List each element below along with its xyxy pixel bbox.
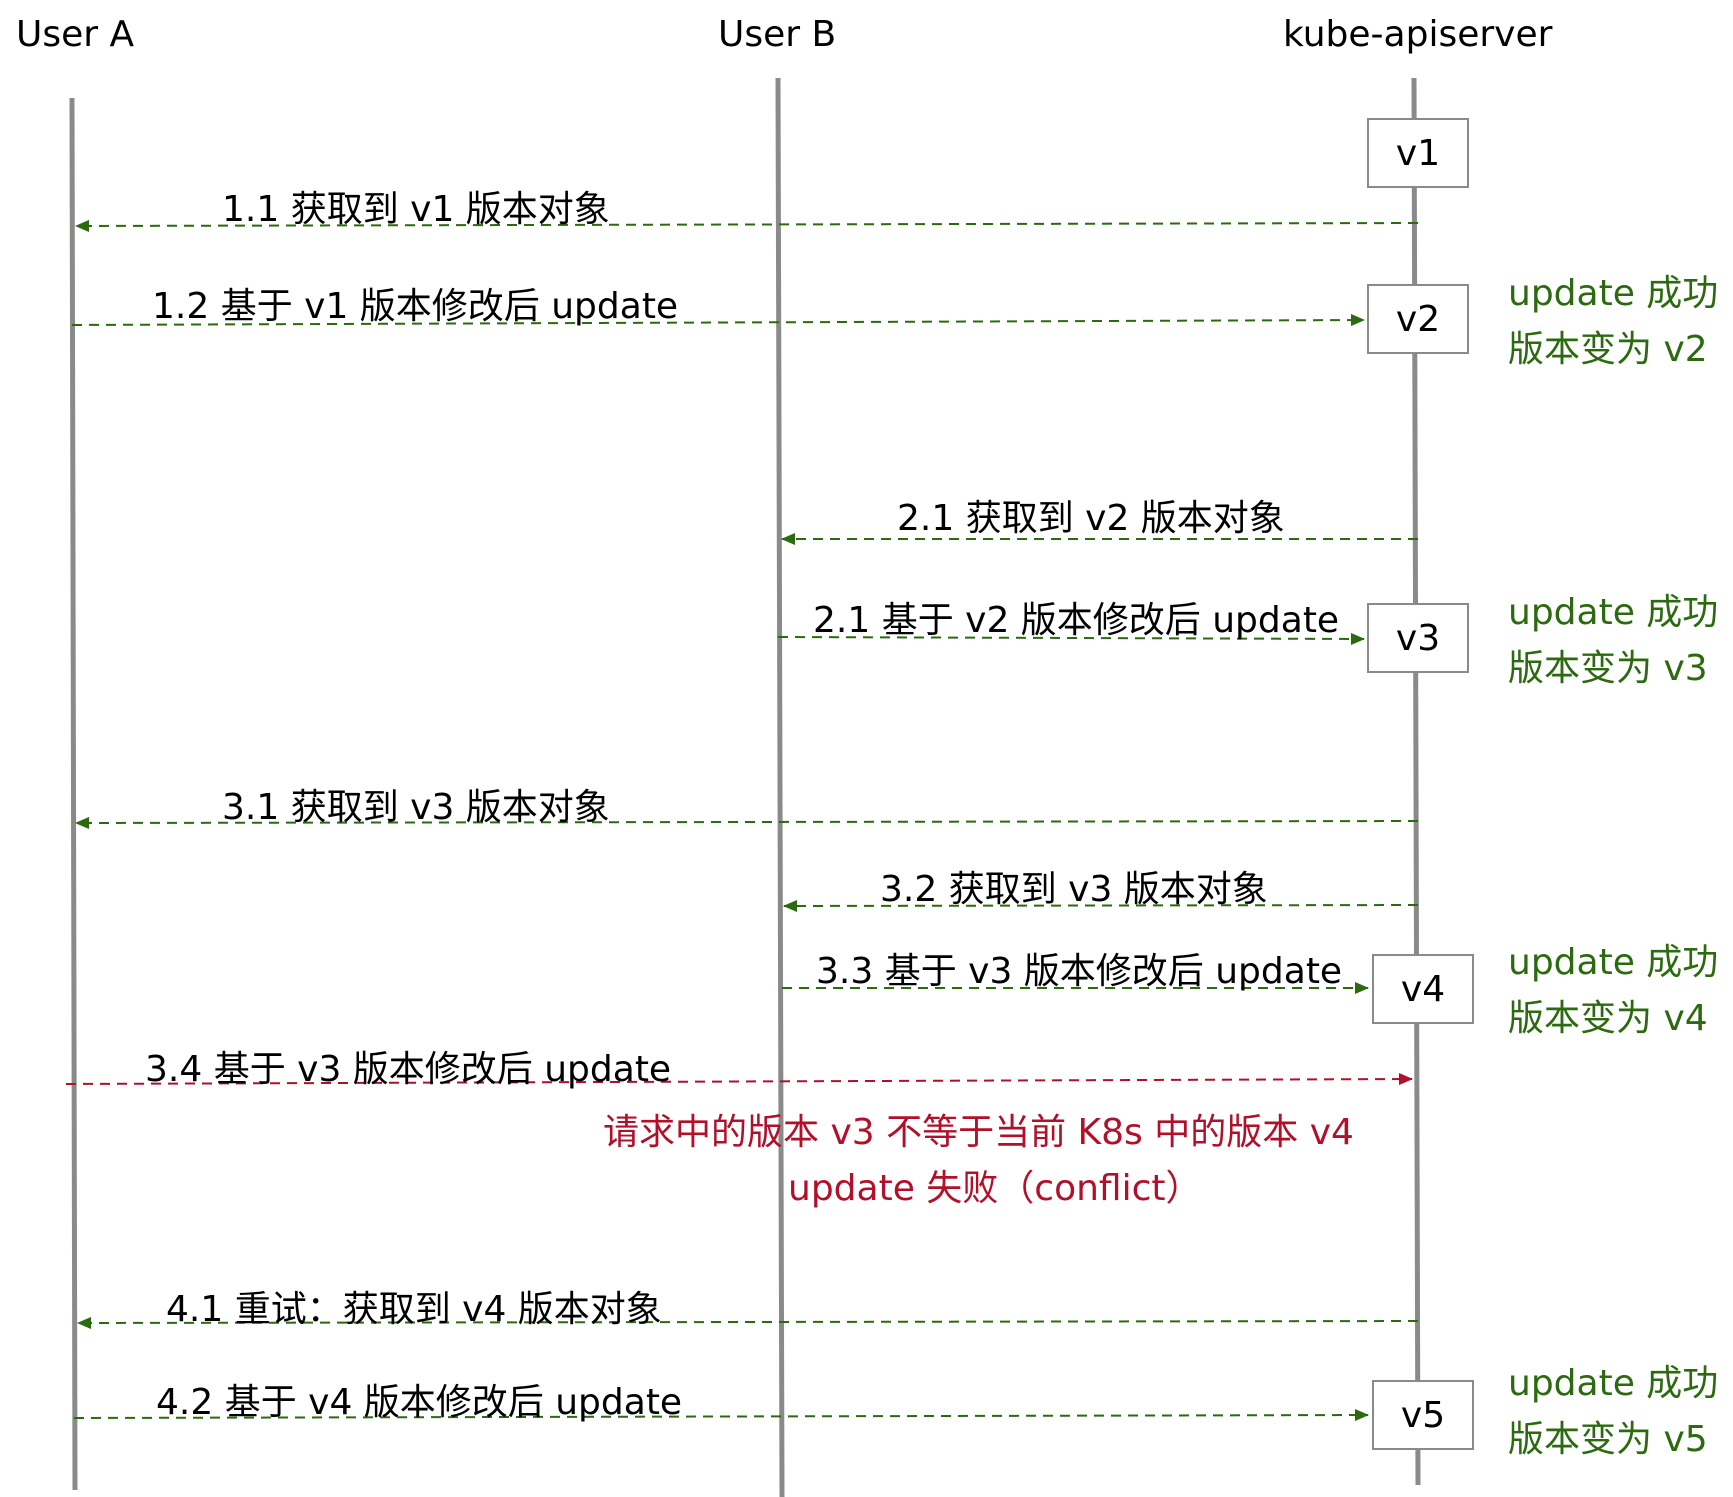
version-box-v5: v5	[1372, 1380, 1474, 1450]
note-line: 版本变为 v2	[1508, 329, 1708, 370]
note-line: update 成功	[1508, 942, 1719, 983]
version-box-v4: v4	[1372, 954, 1474, 1024]
message-label: 1.1 获取到 v1 版本对象	[222, 189, 610, 230]
arrow-1-1	[75, 219, 1419, 232]
message-label: 1.2 基于 v1 版本修改后 update	[152, 286, 679, 327]
actor-user-b: User B	[718, 14, 837, 55]
message-label: 3.2 获取到 v3 版本对象	[880, 869, 1268, 910]
success-note-v3: update 成功 版本变为 v3	[1508, 585, 1718, 697]
conflict-status: update 失败（conflict）	[788, 1168, 1202, 1209]
note-line: 版本变为 v5	[1508, 1419, 1708, 1460]
arrow-3-2	[783, 899, 1419, 912]
note-line: update 成功	[1508, 273, 1719, 314]
version-box-v2: v2	[1367, 284, 1469, 354]
message-label: 3.4 基于 v3 版本修改后 update	[145, 1049, 672, 1090]
note-line: 版本变为 v4	[1508, 998, 1708, 1039]
message-label: 3.1 获取到 v3 版本对象	[222, 787, 610, 828]
arrow-4-2	[73, 1409, 1369, 1422]
lifeline-user-a	[69, 97, 78, 1491]
arrow-3-1	[75, 816, 1419, 829]
note-line: 版本变为 v3	[1508, 648, 1708, 689]
success-note-v5: update 成功 版本变为 v5	[1508, 1356, 1718, 1468]
arrow-1-2	[71, 314, 1365, 327]
note-line: update 成功	[1508, 592, 1719, 633]
success-note-v2: update 成功 版本变为 v2	[1508, 266, 1718, 378]
actor-user-a: User A	[16, 14, 135, 55]
arrow-3-4-conflict	[65, 1073, 1413, 1086]
note-line: update 成功	[1508, 1363, 1719, 1404]
actor-kube-apiserver: kube-apiserver	[1283, 14, 1553, 55]
arrow-2-1-update	[777, 632, 1365, 645]
message-label: 2.1 获取到 v2 版本对象	[897, 498, 1285, 539]
conflict-message: 请求中的版本 v3 不等于当前 K8s 中的版本 v4	[603, 1112, 1354, 1153]
version-box-v3: v3	[1367, 603, 1469, 673]
message-label: 4.1 重试：获取到 v4 版本对象	[166, 1289, 662, 1330]
lifeline-user-b	[775, 77, 785, 1497]
success-note-v4: update 成功 版本变为 v4	[1508, 935, 1718, 1047]
version-box-v1: v1	[1367, 118, 1469, 188]
message-label: 3.3 基于 v3 版本修改后 update	[816, 951, 1343, 992]
arrow-4-1	[77, 1316, 1419, 1329]
message-label: 4.2 基于 v4 版本修改后 update	[156, 1382, 683, 1423]
message-label: 2.1 基于 v2 版本修改后 update	[813, 600, 1340, 641]
